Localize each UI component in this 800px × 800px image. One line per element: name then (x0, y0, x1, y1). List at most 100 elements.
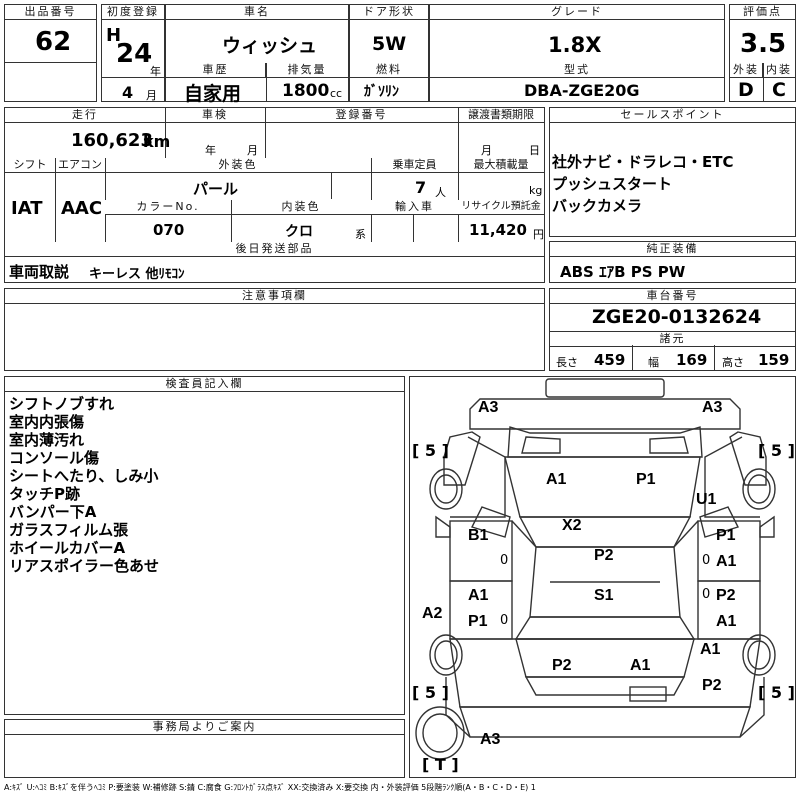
car-name-label: 車名 (166, 5, 348, 20)
inspector-note: 室内内張傷 (9, 413, 85, 431)
later-parts-rest: キーレス 他ﾘﾓｺﾝ (89, 267, 185, 282)
code-door-lr2: P1 (468, 613, 488, 630)
code-quarter-r1: A1 (700, 641, 721, 658)
mileage-label: 走行 (5, 108, 165, 123)
year-unit: 年 (150, 65, 161, 78)
max-load-unit: kg (529, 184, 543, 197)
door-label: ドア形状 (350, 5, 428, 20)
caution-label: 注意事項欄 (5, 289, 544, 304)
inspector-note: 室内薄汚れ (9, 431, 85, 449)
interior-score: C (772, 79, 786, 101)
grade-box: グレード 1.8X 型式 DBA-ZGE20G (429, 4, 725, 102)
insp-year-unit: 年 (205, 144, 216, 157)
code-quarter-r2: P2 (702, 677, 722, 694)
code-roof2: S1 (594, 587, 614, 604)
later-parts-label: 後日発送部品 (5, 242, 544, 257)
code-door-lf-z: 0 (500, 553, 509, 568)
damage-diagram: [ 5 ] [ 5 ] [ 5 ] [ 5 ] [ T ] A3 A3 A1 P… (409, 376, 796, 778)
caution-box: 注意事項欄 (4, 288, 545, 371)
door-type: 5W (372, 33, 407, 55)
inspector-label: 検査員記入欄 (5, 377, 404, 392)
code-door-rr2: A1 (716, 613, 737, 630)
recycle-label: リサイクル預託金 (458, 200, 544, 215)
model: DBA-ZGE20G (524, 81, 640, 100)
spare-tire: [ T ] (422, 755, 459, 774)
interior-label: 内装 (763, 63, 795, 78)
code-hood-b: P1 (636, 471, 656, 488)
month-unit: 月 (146, 89, 157, 102)
inspection-label: 車検 (165, 108, 265, 123)
equipment-box: 純正装備 ABS ｴｱB PS PW (549, 241, 796, 283)
cc-unit: cc (330, 87, 343, 100)
grade-label: グレード (430, 5, 724, 20)
era: H (106, 25, 122, 46)
inspector-note: タッチP跡 (9, 485, 80, 503)
inspector-note: コンソール傷 (9, 449, 100, 467)
insp-month-unit: 月 (247, 144, 258, 157)
shift-label: シフト (5, 158, 55, 173)
width-label: 幅 (648, 356, 659, 369)
chassis-box: 車台番号 ZGE20-0132624 諸元 長さ 459 幅 169 高さ 15… (549, 288, 796, 371)
displacement-label: 排気量 (266, 63, 348, 78)
code-side-l: A2 (422, 605, 443, 622)
code-rear-a: P2 (552, 657, 572, 674)
recycle-unit: 円 (533, 228, 544, 241)
capacity: 7 (415, 178, 427, 197)
fuel: ｶﾞｿﾘﾝ (364, 84, 399, 100)
chassis-label: 車台番号 (550, 289, 795, 304)
inspector-notes: シフトノブすれ室内内張傷室内薄汚れコンソール傷シートへたり、しみ小タッチP跡バン… (9, 395, 159, 575)
sales-label: セールスポイント (550, 108, 795, 123)
dims-label: 諸元 (550, 331, 795, 347)
mileage-unit: km (143, 132, 171, 151)
height-label: 高さ (722, 356, 744, 369)
ac: AAC (61, 198, 103, 219)
code-front-left: A3 (478, 399, 499, 416)
int-color: クロ (285, 224, 313, 240)
score-box: 評価点 3.5 外装 内装 D C (729, 4, 796, 102)
code-door-lr-z: 0 (500, 613, 509, 628)
code-door-rr1: P2 (716, 587, 736, 604)
inspector-note: リアスポイラー色あせ (9, 557, 160, 575)
shift: IAT (11, 198, 43, 219)
lot-box: 出品番号 62 (4, 4, 97, 102)
recycle: 11,420 (469, 221, 527, 239)
max-load-label: 最大積載量 (458, 158, 544, 173)
int-color-suffix: 系 (355, 228, 366, 241)
history: 自家用 (184, 83, 242, 105)
reg-no-label: 登録番号 (265, 108, 458, 123)
sales-line-1: 社外ナビ・ドラレコ・ETC (552, 153, 734, 171)
damage-legend: A:ｷｽﾞ U:ﾍｺﾐ B:ｷｽﾞを伴うﾍｺﾐ P:要塗装 W:補修跡 S:錆 … (4, 783, 536, 792)
inspector-note: ホイールカバーA (9, 539, 126, 557)
reg-month: 4 (122, 83, 134, 102)
later-parts-main: 車両取説 (9, 263, 70, 281)
first-reg-label: 初度登録 (102, 5, 164, 20)
office-label: 事務局よりご案内 (5, 720, 404, 735)
office-box: 事務局よりご案内 (4, 719, 405, 778)
code-rear-b: A1 (630, 657, 651, 674)
int-color-label: 内装色 (231, 200, 371, 215)
score-label: 評価点 (730, 5, 795, 20)
history-label: 車歴 (166, 63, 266, 78)
transfer-label: 譲渡書類期限 (458, 108, 544, 123)
capacity-unit: 人 (435, 186, 446, 199)
car-name: ウィッシュ (222, 35, 318, 57)
height: 159 (758, 351, 790, 369)
capacity-label: 乗車定員 (371, 158, 458, 173)
length: 459 (594, 351, 626, 369)
ext-color-label: 外装色 (105, 158, 371, 173)
model-label: 型式 (430, 63, 724, 78)
score: 3.5 (740, 29, 787, 59)
code-windshield: X2 (562, 517, 582, 534)
first-registration-box: 初度登録 H 24 年 4 月 (101, 4, 165, 102)
exterior-score: D (738, 79, 754, 101)
import-label: 輸入車 (371, 200, 458, 215)
width: 169 (676, 351, 708, 369)
car-outline (415, 378, 776, 760)
code-door-rf1: P1 (716, 527, 736, 544)
fuel-label: 燃料 (350, 63, 428, 78)
vehicle-info-box: 走行 車検 登録番号 譲渡書類期限 160,623 km 年 月 月 日 シフト… (4, 107, 545, 283)
lot-number: 62 (35, 27, 72, 57)
code-door-rf2: A1 (716, 553, 737, 570)
tire-fr-size: [ 5 ] (758, 441, 795, 460)
equipment-label: 純正装備 (550, 242, 795, 257)
